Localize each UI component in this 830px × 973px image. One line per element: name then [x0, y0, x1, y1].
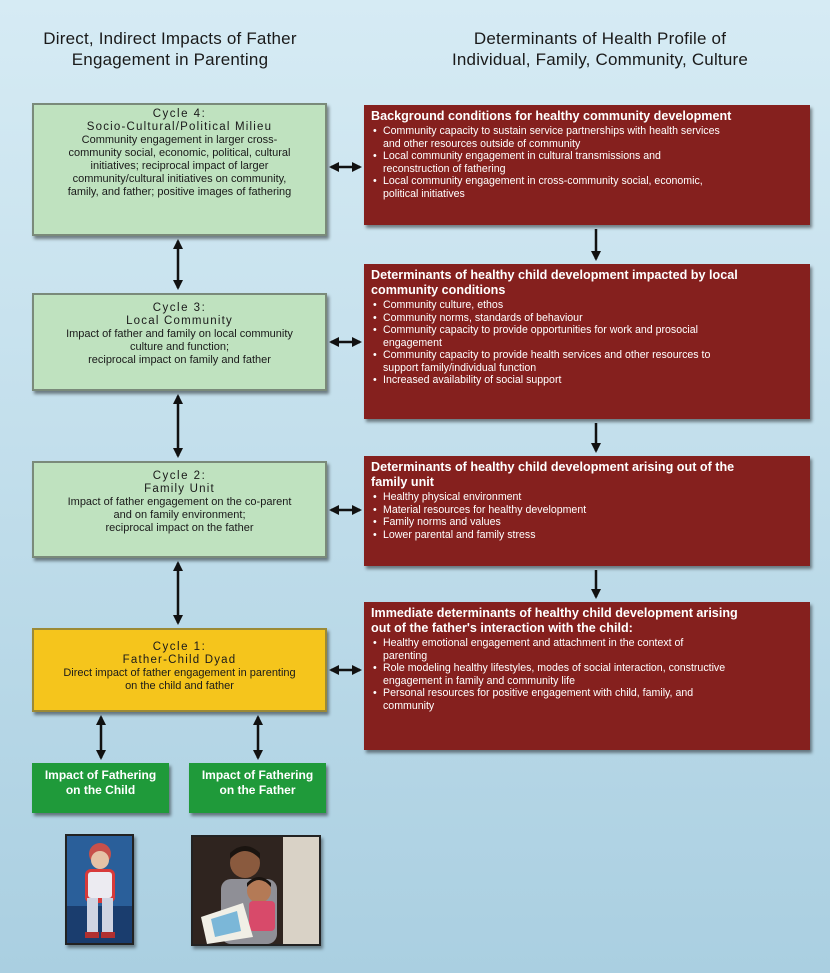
left-heading: Direct, Indirect Impacts of Father Engag…: [20, 28, 320, 70]
cycle-1-title: Cycle 1:: [152, 641, 207, 653]
cycle-2-title: Cycle 2:: [152, 470, 207, 482]
cycle-2-name: Family Unit: [144, 483, 215, 495]
cycle-3-box: Cycle 3: Local Community Impact of fathe…: [32, 293, 327, 391]
determinant-box-local-community: Determinants of healthy child developmen…: [364, 264, 810, 419]
cycle-1-line-1: Direct impact of father engagement in pa…: [63, 667, 296, 679]
determinant-box-father-child: Immediate determinants of healthy child …: [364, 602, 810, 750]
determinant-item-line: Community capacity to provide health ser…: [383, 349, 711, 361]
determinant-item: Community culture, ethos: [373, 299, 804, 312]
determinant-item: Healthy physical environment: [373, 491, 804, 504]
impact-on-child-box: Impact of Fathering on the Child: [32, 763, 169, 813]
determinant-item-line: Role modeling healthy lifestyles, modes …: [383, 662, 726, 674]
right-heading-line-1: Determinants of Health Profile of: [473, 29, 727, 48]
determinant-title-line-2: family unit: [371, 475, 434, 489]
father-child-photo-image: [193, 837, 319, 944]
child-photo: [65, 834, 134, 945]
determinant-list: Community capacity to sustain service pa…: [371, 125, 804, 200]
impact-on-child-line-1: Impact of Fathering: [44, 768, 157, 782]
determinant-item-line: Personal resources for positive engageme…: [383, 687, 694, 699]
cycle-4-line-4: community/cultural initiatives on commun…: [72, 173, 287, 185]
determinant-item-line: and other resources outside of community: [383, 137, 581, 150]
determinant-item: Role modeling healthy lifestyles, modes …: [373, 662, 804, 687]
determinant-item: Local community engagement in cultural t…: [373, 150, 804, 175]
determinant-item: Healthy emotional engagement and attachm…: [373, 637, 804, 662]
cycle-4-name: Socio-Cultural/Political Milieu: [86, 121, 273, 133]
determinant-item-line: Healthy emotional engagement and attachm…: [383, 637, 684, 649]
determinant-item-line: Increased availability of social support: [383, 374, 562, 386]
determinant-item: Community norms, standards of behaviour: [373, 311, 804, 325]
determinant-list: Healthy emotional engagement and attachm…: [371, 637, 804, 712]
determinant-title-line-1: Immediate determinants of healthy child …: [371, 606, 738, 620]
determinant-item: Lower parental and family stress: [373, 528, 804, 542]
determinant-item-line: Local community engagement in cultural t…: [383, 150, 661, 162]
cycle-3-title: Cycle 3:: [152, 302, 207, 314]
determinant-item: Community capacity to sustain service pa…: [373, 125, 804, 150]
impact-on-child-line-2: on the Child: [65, 783, 136, 797]
cycle-3-line-3: reciprocal impact on family and father: [88, 354, 271, 366]
cycle-3-line-2: culture and function;: [129, 341, 230, 353]
left-heading-line-1: Direct, Indirect Impacts of Father: [43, 29, 297, 48]
determinant-box-community-background: Background conditions for healthy commun…: [364, 105, 810, 225]
left-heading-line-2: Engagement in Parenting: [71, 50, 269, 69]
cycle-4-line-1: Community engagement in larger cross-: [81, 134, 278, 146]
cycle-1-box: Cycle 1: Father-Child Dyad Direct impact…: [32, 628, 327, 712]
determinant-item: Community capacity to provide opportunit…: [373, 324, 804, 349]
cycle-2-line-1: Impact of father engagement on the co-pa…: [67, 496, 292, 508]
determinant-list: Community culture, ethos Community norms…: [371, 299, 804, 387]
child-photo-image: [67, 836, 132, 943]
determinant-item: Family norms and values: [373, 516, 804, 529]
determinant-item-line: Material resources for healthy developme…: [383, 503, 587, 516]
determinant-item-line: support family/individual function: [383, 361, 537, 374]
determinant-item: Local community engagement in cross-comm…: [373, 175, 804, 200]
cycle-1-name: Father-Child Dyad: [122, 654, 237, 666]
right-heading: Determinants of Health Profile of Indivi…: [420, 28, 780, 70]
determinant-item: Increased availability of social support: [373, 374, 804, 387]
impact-on-father-line-1: Impact of Fathering: [201, 768, 314, 782]
cycle-4-box: Cycle 4: Socio-Cultural/Political Milieu…: [32, 103, 327, 236]
right-heading-line-2: Individual, Family, Community, Culture: [451, 50, 749, 69]
cycle-4-line-2: community social, economic, political, c…: [68, 147, 291, 159]
determinant-title-line-2: community conditions: [371, 283, 506, 297]
cycle-2-box: Cycle 2: Family Unit Impact of father en…: [32, 461, 327, 558]
determinant-item-line: Community culture, ethos: [383, 299, 504, 311]
impact-on-father-box: Impact of Fathering on the Father: [189, 763, 326, 813]
determinant-title-line-2: out of the father's interaction with the…: [371, 621, 633, 635]
determinant-title-line-1: Determinants of healthy child developmen…: [371, 268, 738, 282]
determinant-item-line: Community capacity to sustain service pa…: [383, 125, 720, 137]
cycle-4-line-5: family, and father; positive images of f…: [67, 186, 292, 198]
determinant-item-line: political initiatives: [383, 187, 465, 200]
cycle-1-line-2: on the child and father: [125, 680, 234, 692]
cycle-3-line-1: Impact of father and family on local com…: [66, 328, 293, 340]
determinant-item-line: engagement: [383, 336, 442, 349]
determinant-item: Personal resources for positive engageme…: [373, 687, 804, 712]
determinant-title: Background conditions for healthy commun…: [371, 109, 732, 123]
cycle-4-line-3: initiatives; reciprocal impact of larger: [90, 160, 269, 172]
determinant-box-family-unit: Determinants of healthy child developmen…: [364, 456, 810, 566]
determinant-list: Healthy physical environment Material re…: [371, 491, 804, 541]
determinant-item-line: Local community engagement in cross-comm…: [383, 175, 703, 187]
determinant-item-line: Lower parental and family stress: [383, 528, 536, 541]
cycle-2-line-2: and on family environment;: [113, 509, 246, 521]
determinant-title-line-1: Determinants of healthy child developmen…: [371, 460, 735, 474]
cycle-3-name: Local Community: [126, 315, 233, 327]
determinant-item: Community capacity to provide health ser…: [373, 349, 804, 374]
determinant-item-line: parenting: [383, 649, 428, 662]
impact-on-father-line-2: on the Father: [219, 783, 296, 797]
determinant-item-line: Family norms and values: [383, 516, 501, 528]
determinant-item-line: Healthy physical environment: [383, 491, 522, 503]
determinant-item-line: reconstruction of fathering: [383, 162, 506, 175]
cycle-4-title: Cycle 4:: [152, 108, 207, 120]
determinant-item-line: engagement in family and community life: [383, 674, 575, 687]
determinant-item-line: Community norms, standards of behaviour: [383, 311, 583, 324]
determinant-item-line: Community capacity to provide opportunit…: [383, 324, 699, 336]
father-child-photo: [191, 835, 321, 946]
determinant-item-line: community: [383, 699, 435, 712]
cycle-2-line-3: reciprocal impact on the father: [105, 522, 254, 534]
determinant-item: Material resources for healthy developme…: [373, 503, 804, 517]
